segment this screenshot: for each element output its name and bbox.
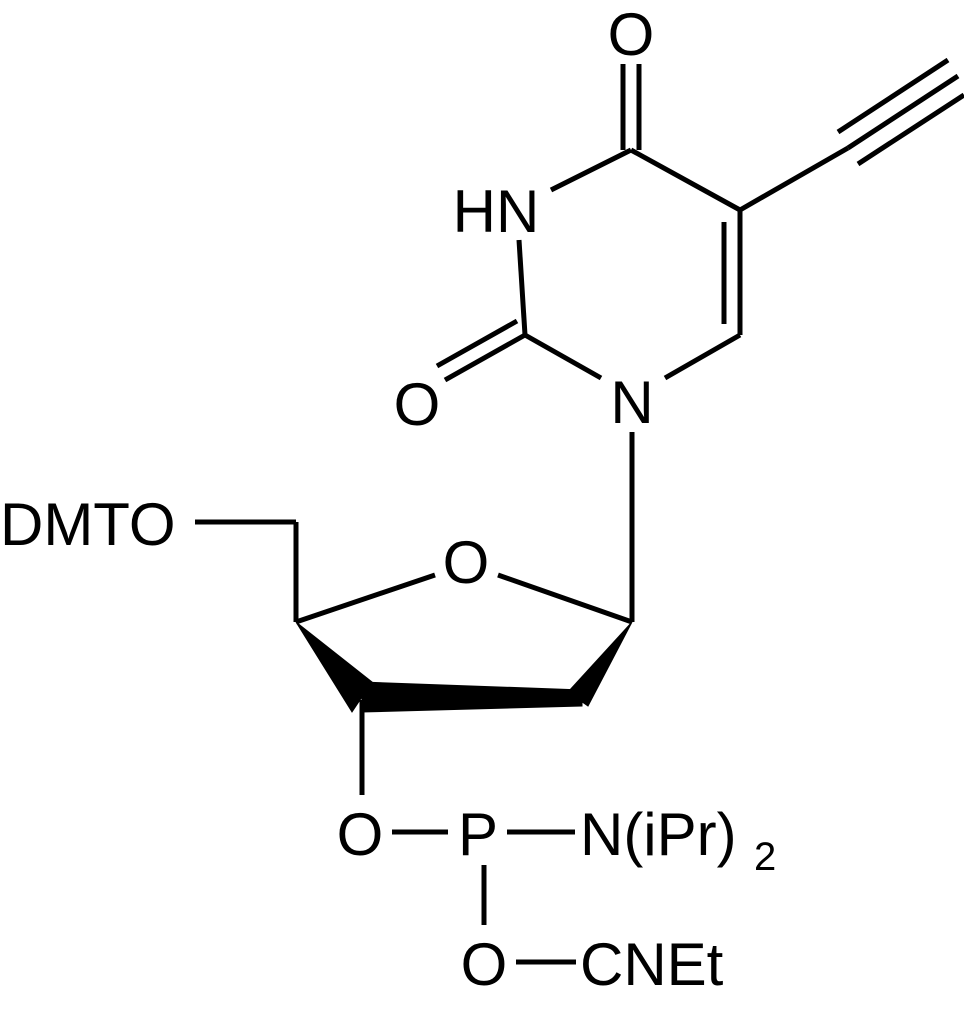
atom-n-ipr-subscript: 2 xyxy=(754,835,776,879)
atom-cnet: CNEt xyxy=(580,931,724,998)
bond-triple-1 xyxy=(846,73,960,151)
atom-o-top: O xyxy=(608,1,655,68)
atom-o-phos: O xyxy=(337,801,384,868)
bond-n1-c2 xyxy=(523,332,603,381)
atom-p: P xyxy=(458,801,498,868)
bond-c2-o-1 xyxy=(443,332,527,383)
bond-triple-3 xyxy=(856,92,964,167)
bond-triple-2 xyxy=(836,57,950,135)
atom-hn: HN xyxy=(453,178,540,245)
atom-o-sugar: O xyxy=(443,529,490,596)
atom-o-left: O xyxy=(394,371,441,438)
atom-dmto: DMTO xyxy=(0,491,176,558)
bond-c2-n3 xyxy=(516,239,528,336)
wedge-c4p-c3p xyxy=(295,621,373,713)
bond-c5-alkyne xyxy=(738,145,850,213)
bond-c2-o-2 xyxy=(435,318,519,369)
bold-bond-c3p-c2p xyxy=(361,681,583,713)
bond-o4p-c4p xyxy=(295,572,436,625)
bond-c4-n3 xyxy=(549,147,633,193)
bond-c6-n1 xyxy=(663,332,742,381)
atom-o-cne: O xyxy=(461,931,508,998)
atom-n-ipr: N(iPr) xyxy=(580,801,737,868)
bond-c4-c5 xyxy=(629,147,742,213)
wedge-c2p-c1p xyxy=(567,621,633,707)
atom-n-ring: N xyxy=(610,369,653,436)
bond-c1p-o4p xyxy=(497,572,633,625)
